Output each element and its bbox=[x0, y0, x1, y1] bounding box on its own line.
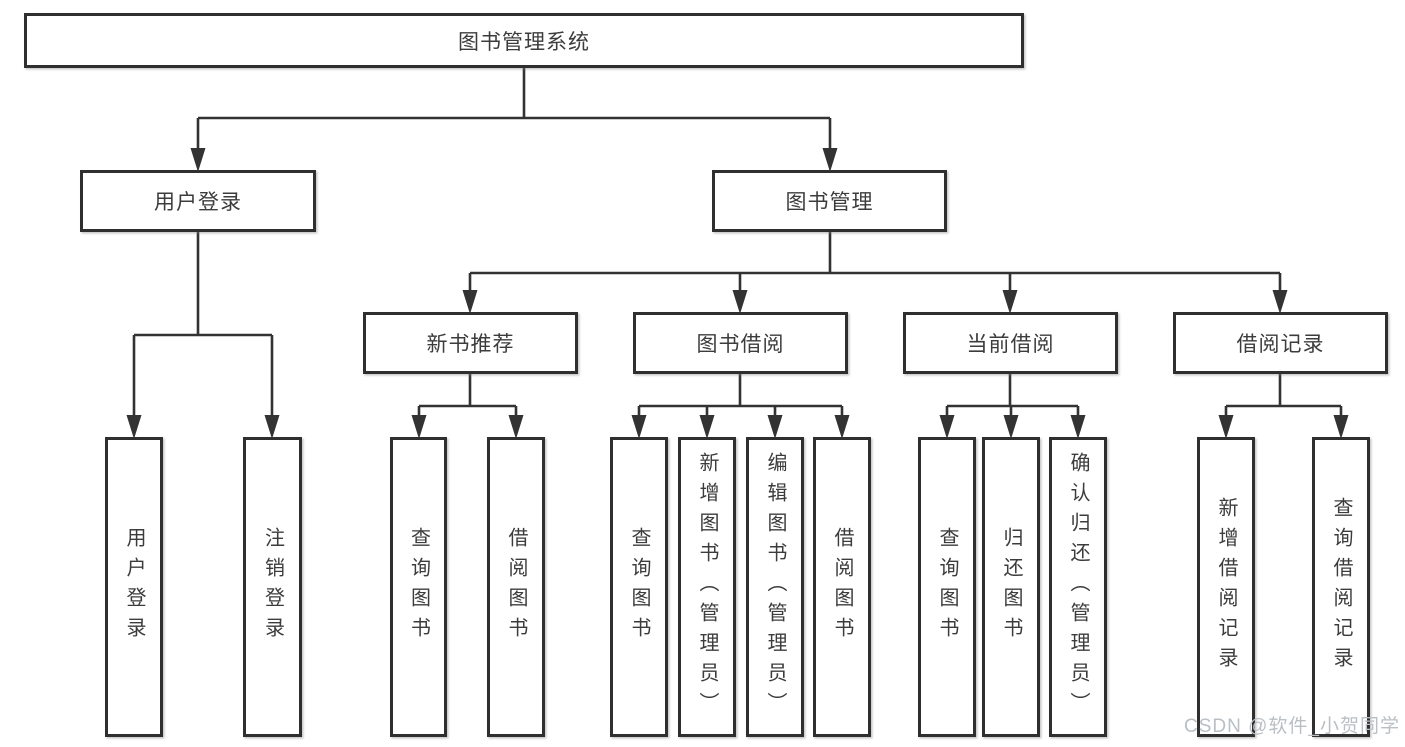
arrowhead-icon bbox=[1333, 415, 1349, 439]
node-label: 用户登录 bbox=[123, 527, 145, 647]
node-label: 图书借阅 bbox=[696, 333, 785, 356]
arrowhead-icon bbox=[462, 290, 478, 314]
node-label: 注销登录 bbox=[261, 527, 284, 647]
arrowhead-icon bbox=[939, 415, 955, 439]
arrowhead-icon bbox=[1272, 290, 1288, 314]
node-label: 确认归还（管理员） bbox=[1067, 452, 1089, 722]
arrowhead-icon bbox=[264, 415, 280, 439]
arrowhead-icon bbox=[1070, 415, 1086, 439]
leaf-user-login: 用户登录 bbox=[105, 437, 163, 737]
node-label: 新书推荐 bbox=[426, 333, 515, 356]
node-label: 当前借阅 bbox=[966, 333, 1055, 356]
leaf-logout: 注销登录 bbox=[243, 437, 302, 737]
arrowhead-icon bbox=[508, 415, 524, 439]
arrowhead-icon bbox=[767, 415, 783, 439]
arrowhead-icon bbox=[190, 148, 206, 172]
connector-book-borrow bbox=[631, 374, 850, 439]
node-label: 查询图书 bbox=[628, 527, 650, 647]
node-label: 借阅图书 bbox=[505, 527, 527, 647]
node-label: 图书管理 bbox=[785, 191, 874, 214]
node-user-login: 用户登录 bbox=[80, 170, 316, 232]
connector-current-borrow bbox=[939, 374, 1086, 439]
arrowhead-icon bbox=[699, 415, 715, 439]
node-library-system: 图书管理系统 bbox=[24, 13, 1024, 68]
arrowhead-icon bbox=[822, 148, 838, 172]
leaf-newbooks-query: 查询图书 bbox=[390, 437, 447, 737]
arrowhead-icon bbox=[1002, 290, 1018, 314]
watermark: CSDN @软件_小贺同学 bbox=[1184, 716, 1400, 737]
leaf-current-return: 归还图书 bbox=[982, 437, 1040, 737]
leaf-current-confirm: 确认归还（管理员） bbox=[1049, 437, 1107, 737]
node-new-books: 新书推荐 bbox=[363, 312, 578, 374]
arrowhead-icon bbox=[126, 415, 142, 439]
leaf-borrow-edit: 编辑图书（管理员） bbox=[746, 437, 804, 737]
node-current-borrow: 当前借阅 bbox=[903, 312, 1118, 374]
connector-new-books bbox=[411, 374, 524, 439]
node-label: 借阅记录 bbox=[1236, 333, 1325, 356]
leaf-records-add: 新增借阅记录 bbox=[1197, 437, 1255, 737]
node-label: 编辑图书（管理员） bbox=[764, 452, 786, 722]
node-book-borrow: 图书借阅 bbox=[633, 312, 848, 374]
arrowhead-icon bbox=[732, 290, 748, 314]
arrowhead-icon bbox=[834, 415, 850, 439]
node-borrow-records: 借阅记录 bbox=[1173, 312, 1388, 374]
connector-borrow-records bbox=[1218, 374, 1349, 439]
leaf-borrow-borrow: 借阅图书 bbox=[813, 437, 871, 737]
connector-root bbox=[190, 68, 838, 172]
connector-book-mgmt bbox=[462, 232, 1288, 314]
node-label: 归还图书 bbox=[1000, 527, 1022, 647]
node-label: 图书管理系统 bbox=[458, 30, 590, 54]
leaf-borrow-add: 新增图书（管理员） bbox=[678, 437, 736, 737]
node-book-mgmt: 图书管理 bbox=[712, 170, 947, 232]
connector-user-login bbox=[126, 232, 280, 439]
arrowhead-icon bbox=[631, 415, 647, 439]
node-label: 借阅图书 bbox=[831, 527, 853, 647]
leaf-records-query: 查询借阅记录 bbox=[1312, 437, 1370, 737]
node-label: 新增图书（管理员） bbox=[696, 452, 718, 722]
arrowhead-icon bbox=[1003, 415, 1019, 439]
node-label: 用户登录 bbox=[154, 191, 242, 214]
leaf-current-query: 查询图书 bbox=[918, 437, 976, 737]
node-label: 查询图书 bbox=[936, 527, 958, 647]
leaf-newbooks-borrow: 借阅图书 bbox=[487, 437, 545, 737]
arrowhead-icon bbox=[411, 415, 427, 439]
arrowhead-icon bbox=[1218, 415, 1234, 439]
node-label: 新增借阅记录 bbox=[1215, 497, 1237, 677]
node-label: 查询图书 bbox=[407, 527, 430, 647]
leaf-borrow-query: 查询图书 bbox=[610, 437, 668, 737]
node-label: 查询借阅记录 bbox=[1330, 497, 1352, 677]
